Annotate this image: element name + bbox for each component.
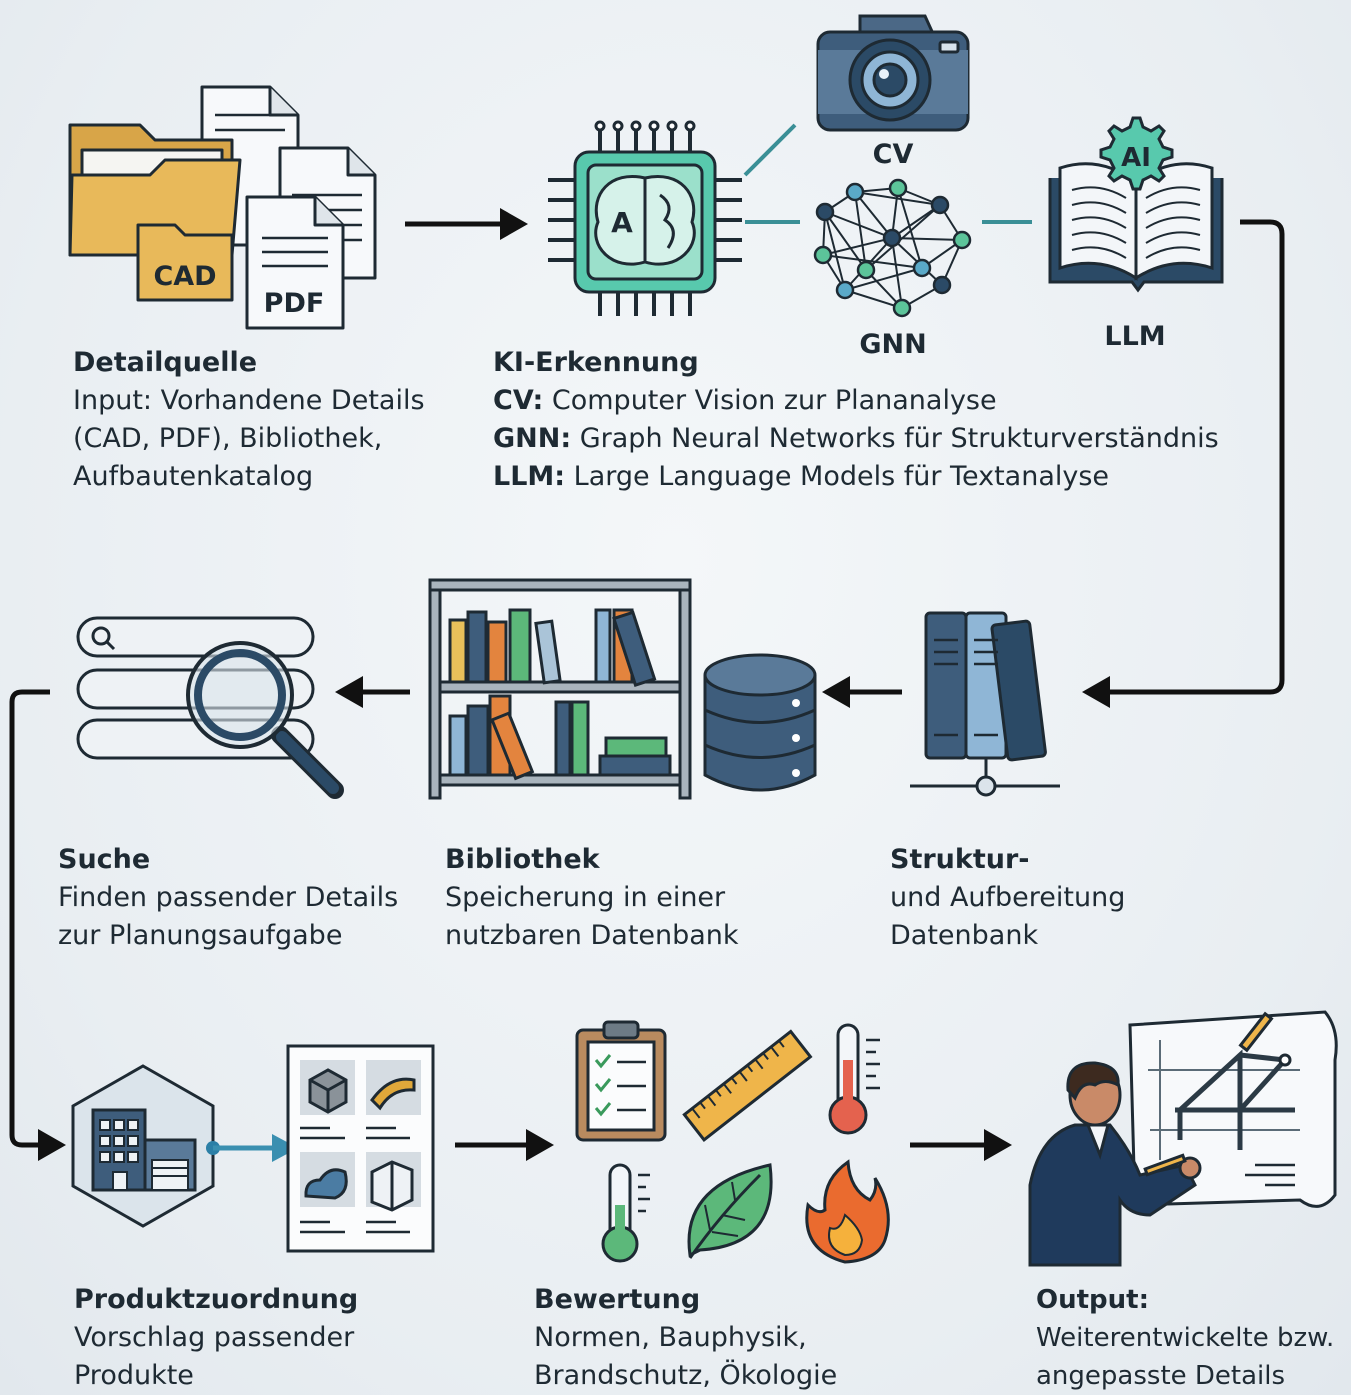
gnn-label: GNN bbox=[859, 329, 926, 360]
step-struktur: Struktur- und Aufbereitung Datenbank bbox=[890, 841, 1125, 955]
ki-key: CV: bbox=[493, 385, 544, 416]
arrow-struktur-to-bibliothek bbox=[822, 676, 902, 708]
cad-label: CAD bbox=[153, 261, 216, 292]
ki-key: LLM: bbox=[493, 461, 566, 492]
ki-line-gnn: GNN: Graph Neural Networks für Strukturv… bbox=[493, 420, 1219, 458]
product-catalog-icon bbox=[286, 1044, 435, 1253]
ai-chip-icon bbox=[548, 120, 742, 316]
arrow-bewertung-to-output bbox=[910, 1129, 1012, 1161]
step-line: angepasste Details bbox=[1036, 1361, 1286, 1391]
leaf-icon bbox=[687, 1163, 773, 1259]
step-line: Produkte bbox=[74, 1360, 194, 1391]
step-title: KI-Erkennung bbox=[493, 347, 699, 378]
architect-drawing-icon bbox=[1028, 1010, 1338, 1267]
step-title: Produktzuordnung bbox=[74, 1284, 359, 1315]
ki-line-llm: LLM: Large Language Models für Textanaly… bbox=[493, 458, 1219, 496]
binders-server-icon bbox=[910, 611, 1060, 797]
step-line: zur Planungsaufgabe bbox=[58, 920, 343, 951]
ki-text: Large Language Models für Textanalyse bbox=[565, 461, 1110, 492]
building-icon bbox=[71, 1064, 298, 1228]
arrow-produkt-to-bewertung bbox=[455, 1129, 554, 1161]
step-bewertung: Bewertung Normen, Bauphysik, Brandschutz… bbox=[534, 1281, 837, 1395]
ki-text: Graph Neural Networks für Strukturverstä… bbox=[571, 423, 1219, 454]
step-title: Output: bbox=[1036, 1285, 1149, 1315]
step-line: (CAD, PDF), Bibliothek, bbox=[73, 423, 383, 454]
neural-network-icon bbox=[813, 178, 972, 318]
step-line: Brandschutz, Ökologie bbox=[534, 1360, 838, 1391]
documents-icon bbox=[68, 85, 377, 330]
ki-text: Computer Vision zur Plananalyse bbox=[543, 385, 997, 416]
chip-letter: A bbox=[611, 206, 633, 239]
thermometer-cold-icon bbox=[601, 1163, 650, 1263]
step-line: nutzbaren Datenbank bbox=[445, 920, 739, 951]
flow-arrows bbox=[9, 208, 1285, 1161]
ki-key: GNN: bbox=[493, 423, 572, 454]
arrow-detailquelle-to-ki bbox=[405, 208, 528, 240]
database-icon bbox=[703, 653, 817, 792]
step-produktzuordnung: Produktzuordnung Vorschlag passender Pro… bbox=[74, 1281, 358, 1395]
step-line: Finden passender Details bbox=[58, 882, 399, 913]
step-line: Speicherung in einer bbox=[445, 882, 726, 913]
step-title: Bibliothek bbox=[445, 844, 600, 875]
step-title: Bewertung bbox=[534, 1284, 701, 1315]
step-ki-erkennung: KI-Erkennung CV: Computer Vision zur Pla… bbox=[493, 344, 1219, 496]
arrow-suche-to-produkt bbox=[9, 689, 66, 1161]
step-line: Weiterentwickelte bzw. bbox=[1036, 1323, 1335, 1353]
ruler-icon bbox=[682, 1029, 813, 1142]
bookshelf-icon bbox=[428, 578, 692, 800]
step-line: Datenbank bbox=[890, 920, 1039, 951]
thermometer-hot-icon bbox=[828, 1023, 880, 1135]
ki-line-cv: CV: Computer Vision zur Plananalyse bbox=[493, 382, 1219, 420]
step-suche: Suche Finden passender Details zur Planu… bbox=[58, 841, 398, 955]
step-bibliothek: Bibliothek Speicherung in einer nutzbare… bbox=[445, 841, 739, 955]
ki-connectors bbox=[743, 123, 1032, 224]
step-line: Normen, Bauphysik, bbox=[534, 1322, 807, 1353]
arrow-bibliothek-to-suche bbox=[335, 676, 410, 708]
step-line: Aufbautenkatalog bbox=[73, 461, 314, 492]
ai-label: AI bbox=[1121, 143, 1151, 173]
arrow-llm-to-struktur bbox=[1082, 219, 1285, 708]
clipboard-checklist-icon bbox=[575, 1020, 667, 1142]
search-icon bbox=[76, 616, 344, 799]
step-line: Vorschlag passender bbox=[74, 1322, 355, 1353]
step-line: Input: Vorhandene Details bbox=[73, 385, 425, 416]
camera-icon bbox=[816, 14, 970, 132]
step-output: Output: Weiterentwickelte bzw. angepasst… bbox=[1036, 1281, 1334, 1395]
step-line: und Aufbereitung bbox=[890, 882, 1126, 913]
cv-label: CV bbox=[873, 139, 914, 170]
fire-icon bbox=[805, 1159, 890, 1264]
step-title: Struktur- bbox=[890, 844, 1030, 875]
step-title: Detailquelle bbox=[73, 347, 258, 378]
step-detailquelle: Detailquelle Input: Vorhandene Details (… bbox=[73, 344, 425, 496]
step-title: Suche bbox=[58, 844, 151, 875]
llm-label: LLM bbox=[1104, 321, 1165, 352]
pdf-label: PDF bbox=[264, 288, 325, 319]
open-book-icon bbox=[1048, 116, 1224, 293]
gear-icon bbox=[1099, 116, 1174, 191]
